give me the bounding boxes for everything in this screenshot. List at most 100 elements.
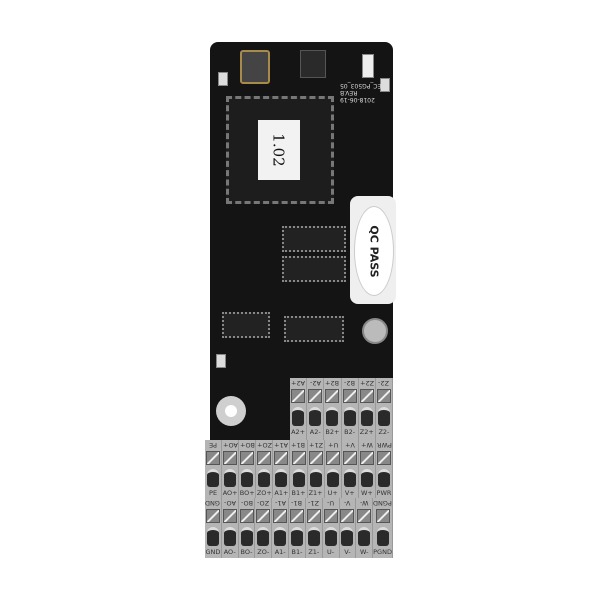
terminal-a2-minus: A2- A2- (307, 378, 325, 440)
wire-entry-hole (206, 527, 219, 546)
terminal-label: B1+ (291, 441, 306, 449)
wire-entry-hole (377, 407, 390, 426)
screw-slot (359, 451, 374, 465)
terminal-label: Z1+ (308, 489, 323, 497)
terminal-label: U+ (327, 489, 338, 497)
wire-entry-hole (377, 468, 390, 487)
terminal-label: AO+ (222, 489, 238, 497)
terminal-label: U+ (327, 441, 338, 449)
terminal-label: PE (209, 489, 218, 497)
terminal-v-minusplus: V+V+ (342, 440, 359, 498)
chip-label: 1.02 (258, 120, 300, 180)
crystal-oscillator (240, 50, 270, 84)
screw-slot (223, 451, 238, 465)
ic (284, 316, 344, 342)
terminal-b1-minus: B1-B1- (289, 498, 306, 558)
terminal-label: Z2+ (359, 428, 374, 436)
ic (282, 256, 346, 282)
screw-slot (308, 451, 323, 465)
terminal-label: A1- (274, 499, 286, 507)
terminal-label: AO- (223, 499, 236, 507)
terminal-label: V- (344, 499, 351, 507)
screw-slot (291, 389, 306, 403)
light-pipe (362, 54, 374, 78)
terminal-label: Z1- (308, 548, 320, 556)
wire-entry-hole (376, 527, 389, 546)
wire-entry-hole (223, 527, 236, 546)
terminal-block-top: A2+A2+A2-A2-B2+B2+B2-B2-Z2+Z2+Z2-Z2- (290, 378, 394, 440)
terminal-a1-minusplus: A1+A1+ (273, 440, 291, 498)
terminal-label: Z2- (378, 428, 390, 436)
screw-slot (375, 509, 390, 523)
capacitor (362, 318, 388, 344)
wire-entry-hole (326, 468, 339, 487)
terminal-label: AO+ (222, 441, 238, 449)
terminal-w-minus: W-W- (356, 498, 374, 558)
terminal-label: GND (205, 548, 221, 556)
terminal-a1-minus: A1-A1- (272, 498, 290, 558)
terminal-u-minus: U-U- (323, 498, 340, 558)
screw-slot (206, 451, 221, 465)
terminal-label: W+ (360, 441, 373, 449)
wire-entry-hole (292, 468, 305, 487)
wire-entry-hole (258, 468, 271, 487)
ic (222, 312, 270, 338)
terminal-label: W+ (360, 489, 373, 497)
terminal-b2-minus: B2- B2- (342, 378, 359, 440)
screw-slot (239, 509, 254, 523)
wire-entry-hole (292, 407, 305, 426)
screw-slot (359, 389, 374, 403)
terminal-label: V+ (344, 489, 355, 497)
terminal-label: B1- (291, 499, 303, 507)
wire-entry-hole (307, 527, 320, 546)
terminal-label: A2- (309, 428, 321, 436)
screw-slot (291, 451, 306, 465)
screw-slot (289, 509, 304, 523)
terminal-zo-minusplus: ZO+ZO+ (256, 440, 274, 498)
terminal-label: A2- (309, 379, 321, 387)
terminal-z2-minusplus: Z2+Z2+ (359, 378, 376, 440)
led (216, 354, 226, 368)
terminal-w-minusplus: W+ W+ (359, 440, 376, 498)
ic (282, 226, 346, 252)
qc-pass-sticker: QC PASS (350, 196, 396, 304)
silkscreen-text: 2018-06-19 REV.B EC_PG503_05 (340, 82, 382, 103)
screw-slot (325, 389, 340, 403)
terminal-bo-minusplus: BO+BO+ (239, 440, 257, 498)
wire-entry-hole (207, 468, 220, 487)
wire-entry-hole (324, 527, 337, 546)
screw-slot (342, 451, 357, 465)
wire-entry-hole (257, 527, 270, 546)
terminal-label: W- (359, 499, 369, 507)
terminal-label: Z2- (378, 379, 390, 387)
terminal-label: B2- (344, 379, 356, 387)
terminal-label: PWR (376, 489, 392, 497)
screw-slot (325, 451, 340, 465)
terminal-z2-minus: Z2- Z2- (376, 378, 394, 440)
terminal-label: B2- (344, 428, 356, 436)
screw-slot (257, 451, 272, 465)
screw-slot (323, 509, 338, 523)
wire-entry-hole (343, 407, 356, 426)
terminal-label: ZO- (257, 548, 270, 556)
wire-entry-hole (360, 468, 373, 487)
screw-slot (376, 451, 391, 465)
screw-slot (357, 509, 372, 523)
terminal-bo-minus: BO-BO- (239, 498, 256, 558)
screw-slot (306, 509, 321, 523)
terminal-label: ZO- (257, 499, 270, 507)
wire-entry-hole (274, 527, 287, 546)
terminal-label: BO- (240, 499, 253, 507)
screw-slot (376, 389, 391, 403)
led (380, 78, 390, 92)
terminal-label: Z1+ (308, 441, 323, 449)
screw-slot (342, 389, 357, 403)
screw-slot (205, 509, 220, 523)
terminal-label: PGND (373, 548, 392, 556)
voltage-regulator (300, 50, 326, 78)
terminal-label: A1+ (274, 489, 289, 497)
